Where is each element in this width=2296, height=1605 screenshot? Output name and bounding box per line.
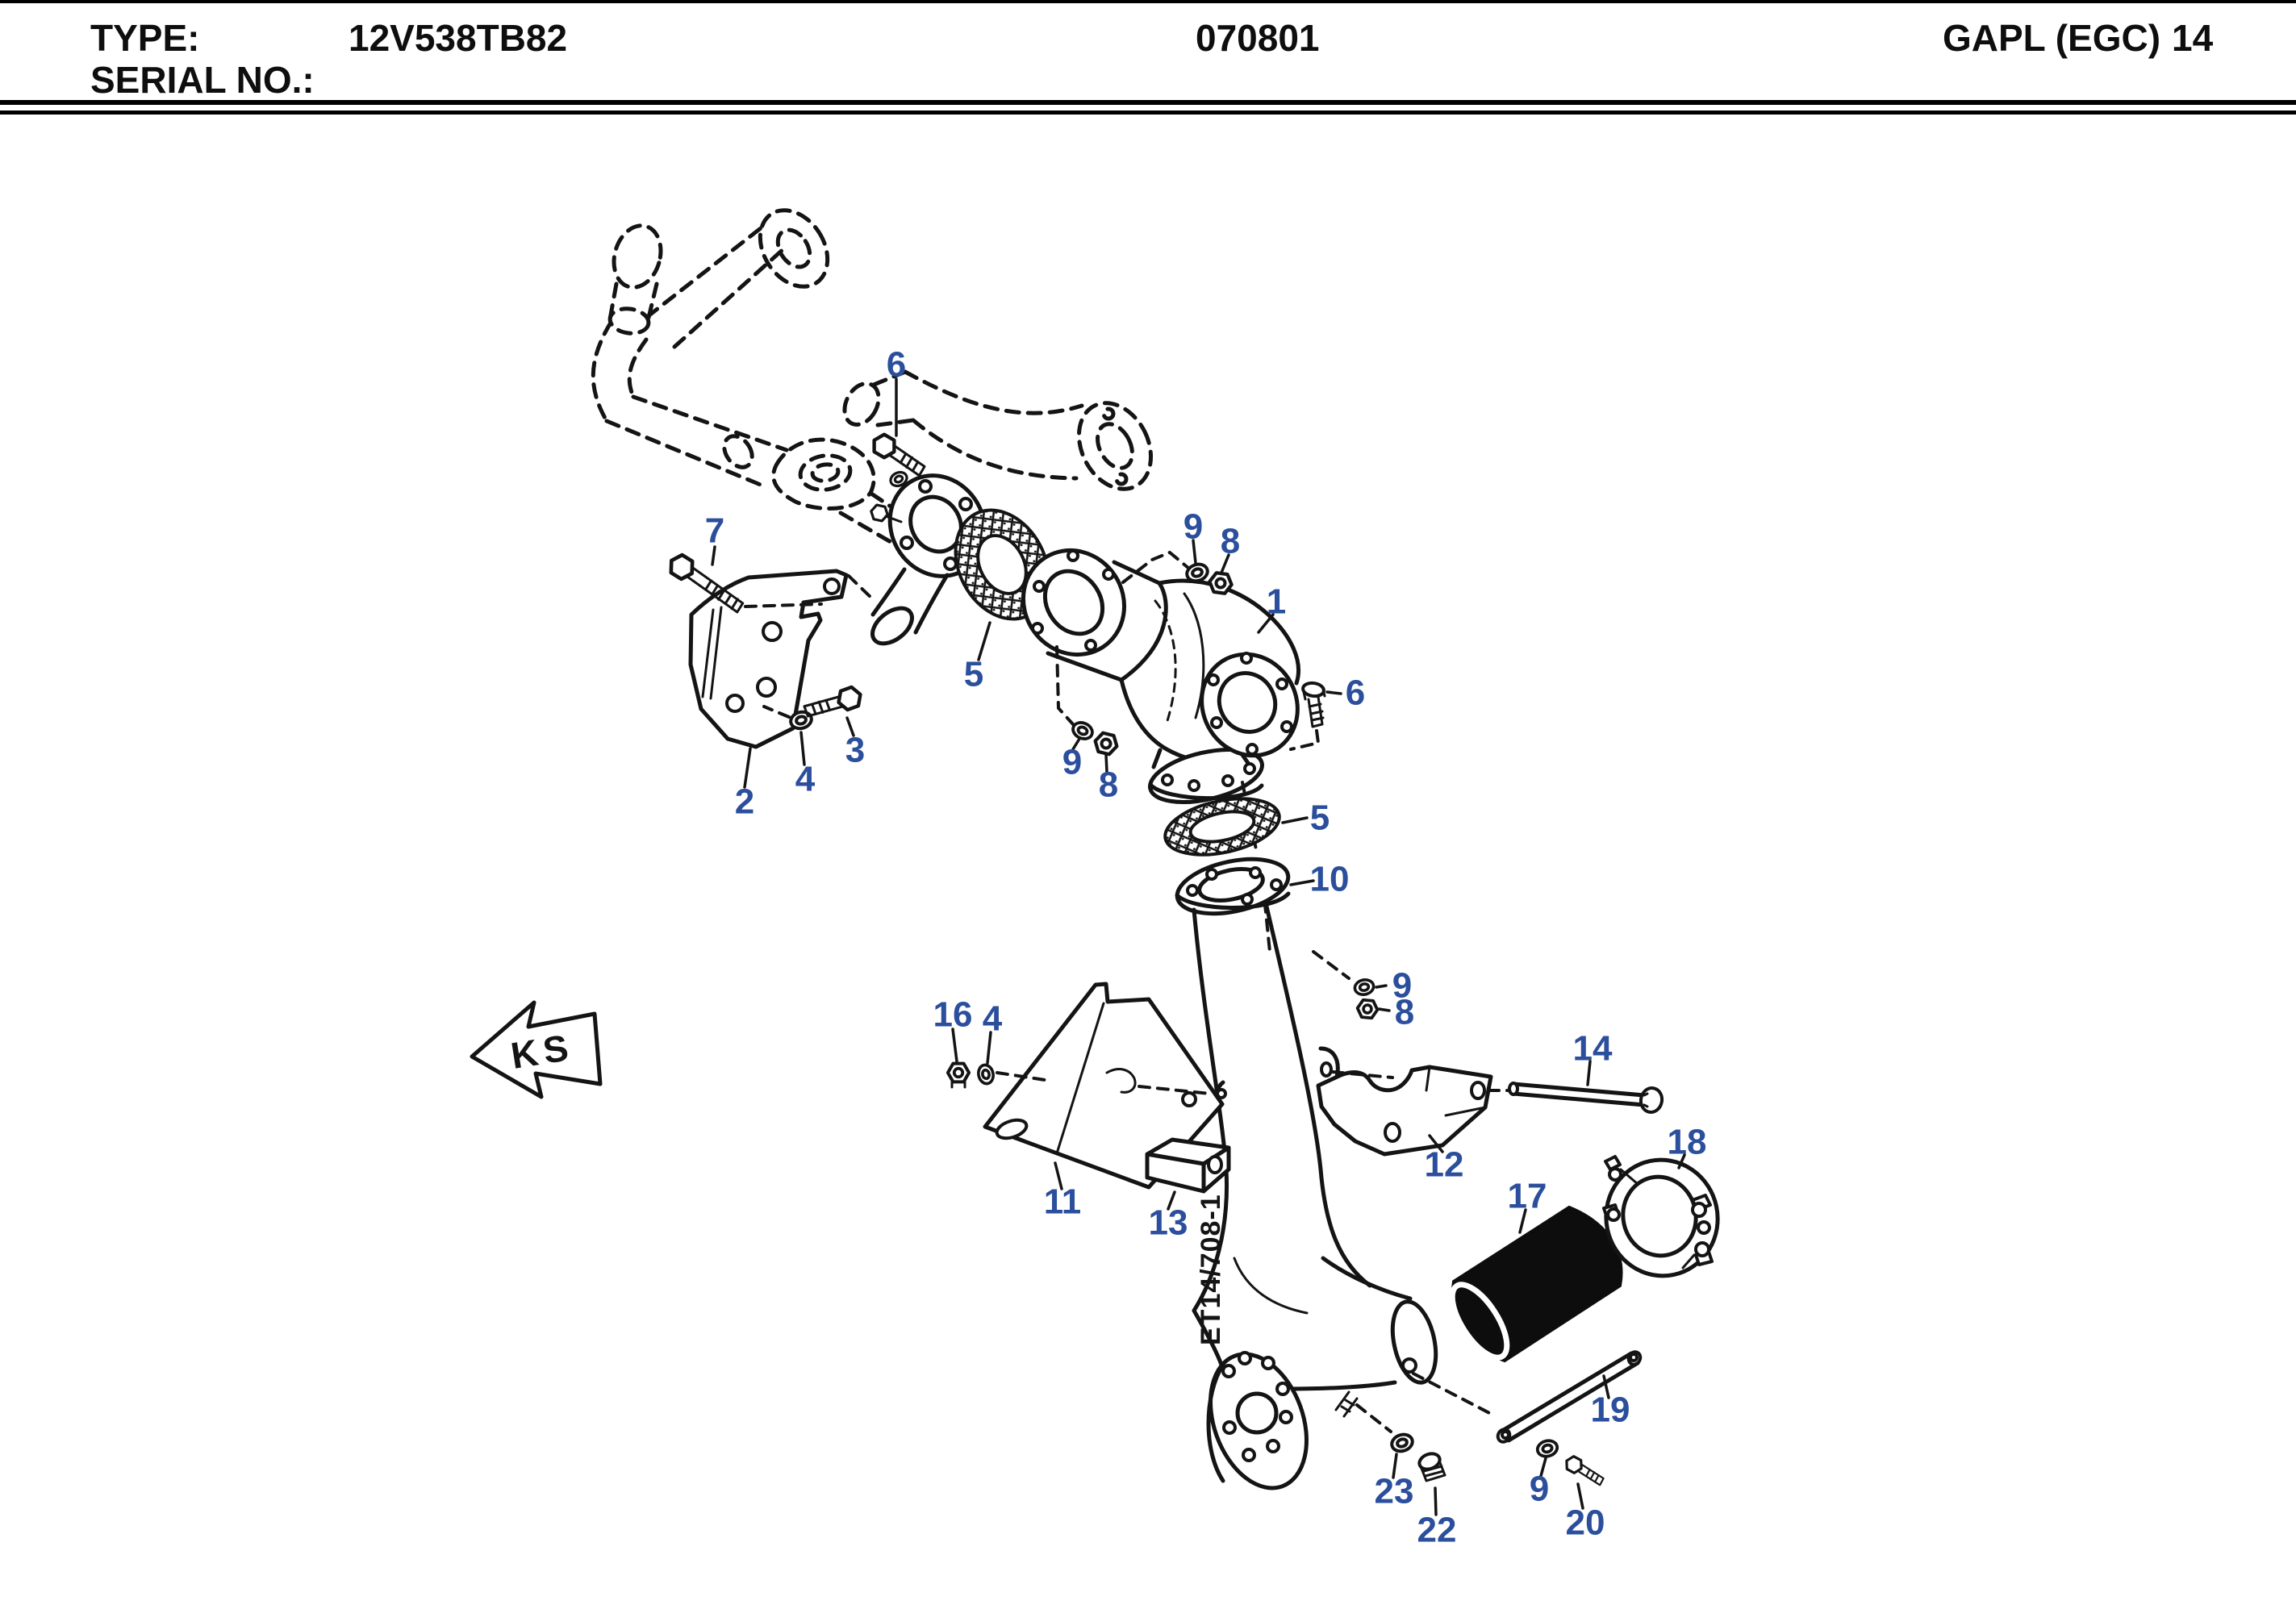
washer-9-left-nut-8-left	[1055, 645, 1119, 756]
clamp-half-13	[1145, 1137, 1231, 1194]
v-clamp-18	[1602, 1155, 1720, 1278]
callout-16: 16	[933, 995, 973, 1035]
callout-8-top: 8	[1221, 522, 1240, 561]
callout-19: 19	[1591, 1390, 1630, 1430]
washer-9-bottom	[1534, 1436, 1561, 1461]
exhaust-elbow-reference	[842, 369, 1154, 491]
catalytic-converter-1	[1021, 548, 1301, 804]
washer-9-right-nut-8-right	[1312, 950, 1378, 1019]
callout-2: 2	[735, 782, 754, 822]
callout-6-top: 6	[887, 345, 906, 385]
top-border	[0, 0, 2296, 3]
tie-rod-14	[1508, 1082, 1664, 1114]
washer-23	[1388, 1430, 1417, 1456]
hose-17	[1449, 1205, 1623, 1363]
header-divider	[0, 100, 2296, 105]
callout-7: 7	[705, 511, 724, 551]
callout-5-lower: 5	[1310, 798, 1330, 838]
bolt-20	[1563, 1454, 1606, 1486]
callout-22: 22	[1417, 1511, 1457, 1550]
callout-9-top: 9	[1183, 507, 1203, 547]
washer-9-top-nut-8-top	[1121, 550, 1233, 594]
callout-13: 13	[1149, 1203, 1188, 1243]
page-number: 14	[2172, 17, 2214, 59]
plug-22	[1417, 1452, 1446, 1482]
bolt-6-right	[1289, 681, 1326, 751]
callout-8-right: 8	[1395, 993, 1414, 1032]
stay-rod-19	[1496, 1350, 1643, 1444]
callout-12: 12	[1425, 1145, 1464, 1185]
drawing-ref-text: ET14/708-1	[1196, 1194, 1226, 1345]
callout-18: 18	[1668, 1123, 1707, 1162]
callout-4-lower: 4	[983, 999, 1003, 1039]
callout-23: 23	[1375, 1472, 1414, 1511]
callout-10: 10	[1310, 860, 1350, 899]
callout-14: 14	[1573, 1029, 1613, 1069]
gasket-5-lower	[1163, 797, 1281, 857]
type-value: 12V538TB82	[349, 17, 568, 59]
bracket-2	[688, 569, 849, 749]
callout-9-bottom: 9	[1530, 1470, 1549, 1509]
callout-9-right: 9	[1392, 966, 1412, 1006]
callout-9-left: 9	[1062, 743, 1082, 782]
callout-20: 20	[1566, 1503, 1605, 1543]
bolt-7	[666, 552, 823, 614]
callout-1: 1	[1267, 582, 1286, 622]
nut-16-washer-4-lower	[948, 1064, 997, 1089]
exhaust-manifold-reference	[591, 208, 922, 551]
type-label: TYPE:	[90, 17, 200, 59]
callout-3: 3	[845, 731, 865, 770]
washer-4-upper	[762, 705, 816, 733]
catalog-group-code: GAPL (EGC)	[1943, 17, 2161, 59]
serial-label: SERIAL NO.:	[90, 59, 315, 101]
callout-8-left: 8	[1099, 765, 1118, 805]
page-code: 070801	[1196, 17, 1320, 59]
callout-4-upper: 4	[795, 760, 816, 799]
callout-11: 11	[1044, 1182, 1082, 1222]
ks-direction-arrow: KS	[470, 1000, 603, 1099]
callout-5-upper: 5	[964, 655, 983, 694]
header-divider-2	[0, 110, 2296, 115]
callout-17: 17	[1508, 1177, 1547, 1216]
leader-lines	[711, 377, 1686, 1516]
clamp-half-12	[1316, 1065, 1510, 1157]
callout-6-right: 6	[1346, 673, 1365, 713]
outlet-adapter	[1192, 1256, 1496, 1490]
flange-10	[1175, 857, 1291, 916]
ks-marker-text: KS	[508, 1026, 577, 1078]
